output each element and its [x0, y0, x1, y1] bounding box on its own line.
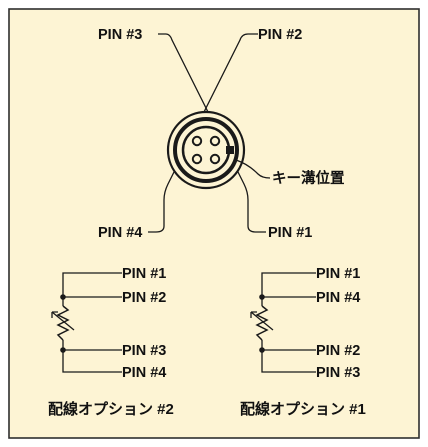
diagram-panel: [8, 8, 420, 439]
wiring-option-1: PIN #1 PIN #4 PIN #2 PIN #3 配線オプション #1: [240, 266, 366, 418]
option2-pin-label-1: PIN #1: [122, 266, 166, 282]
option2-junction-bottom: [60, 347, 66, 353]
option1-junction-top: [259, 294, 265, 300]
option2-pin-label-4: PIN #4: [122, 365, 166, 381]
pin2-label: PIN #2: [258, 27, 302, 43]
connector-pin-3: [191, 135, 203, 147]
option1-junction-bottom: [259, 347, 265, 353]
option1-pin-label-1: PIN #1: [316, 266, 360, 282]
option1-wiper-arrow: [250, 311, 274, 331]
pin2-leader-line: [148, 33, 258, 233]
option1-resistor: [255, 305, 269, 341]
option2-resistor: [56, 305, 70, 341]
connector-pin-1: [209, 153, 221, 165]
connector-figure: PIN #3 PIN #2 PIN #4 PIN #1 キー溝位置: [98, 27, 345, 241]
key-position-label: キー溝位置: [272, 169, 345, 187]
option1-wiper-arrowhead: [250, 311, 257, 318]
pin3-label: PIN #3: [98, 27, 142, 43]
option2-pin-label-3: PIN #3: [122, 343, 166, 359]
pin3-leader-line: [158, 33, 266, 233]
pin4-label: PIN #4: [98, 225, 142, 241]
option2-caption: 配線オプション #2: [48, 400, 174, 418]
option1-caption: 配線オプション #1: [240, 400, 366, 418]
wiring-option-2: PIN #1 PIN #2 PIN #3 PIN #4 配線オプション #2: [48, 266, 174, 418]
option2-wiper-arrow: [51, 311, 75, 331]
pin1-label: PIN #1: [268, 225, 312, 241]
option2-junction-top: [60, 294, 66, 300]
option1-pin-label-4: PIN #3: [316, 365, 360, 381]
connector-inner-ring: [181, 125, 231, 175]
option2-pin-label-2: PIN #2: [122, 290, 166, 306]
connector-pin-4: [191, 153, 203, 165]
option1-pin-label-2: PIN #4: [316, 290, 360, 306]
option2-wiper-arrowhead: [51, 311, 58, 318]
option1-pin-label-3: PIN #2: [316, 343, 360, 359]
connector-pin-2: [209, 135, 221, 147]
connector-key-notch: [226, 146, 234, 154]
key-position-leader-line: [235, 159, 271, 179]
